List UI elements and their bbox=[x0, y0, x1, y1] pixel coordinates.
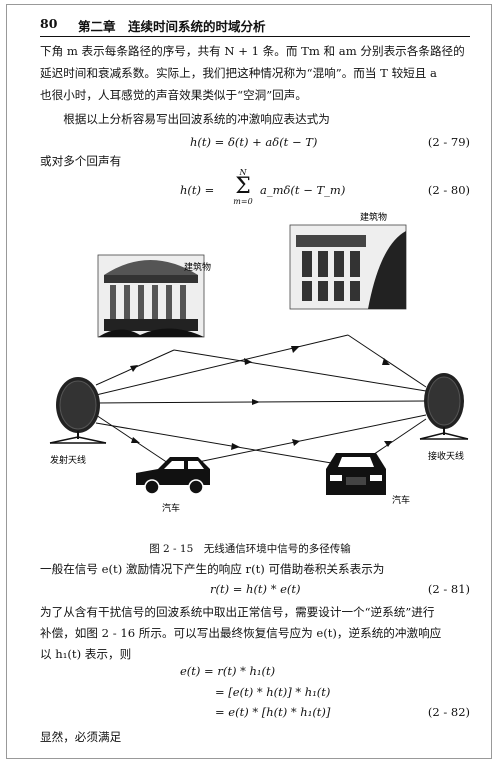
multipath-figure: 建筑物 建筑物 发射天线 接收天线 bbox=[49, 211, 469, 514]
figure-caption: 图 2 - 15 无线通信环境中信号的多径传输 bbox=[149, 543, 351, 555]
equation-2-80-lhs: h(t) = bbox=[180, 183, 215, 197]
label-receive-antenna: 接收天线 bbox=[428, 450, 464, 462]
summation-symbol: N Σ m=0 bbox=[228, 168, 258, 206]
label-building-right: 建筑物 bbox=[360, 211, 387, 223]
equation-2-82-line1: e(t) = r(t) * h₁(t) bbox=[180, 664, 276, 678]
equation-2-82-line2: = [e(t) * h(t)] * h₁(t) bbox=[215, 685, 331, 699]
car-right-icon bbox=[326, 453, 386, 495]
arrowheads bbox=[130, 346, 392, 450]
paragraph-line: 下角 m 表示每条路径的序号，共有 N + 1 条。而 Tm 和 am 分别表示… bbox=[40, 44, 465, 58]
paragraph-line: 一般在信号 e(t) 激励情况下产生的响应 r(t) 可借助卷积关系表示为 bbox=[40, 562, 385, 576]
paragraph-line: 也很小时，人耳感觉的声音效果类似于“空洞”回声。 bbox=[40, 88, 307, 102]
sigma-icon: Σ bbox=[235, 174, 251, 199]
equation-number: (2 - 82) bbox=[427, 705, 470, 719]
equation-2-80-rhs: a_mδ(t − T_m) bbox=[260, 183, 346, 197]
sum-lower-limit: m=0 bbox=[233, 197, 253, 206]
paragraph-line: 补偿，如图 2 - 16 所示。可以写出最终恢复信号应为 e(t)，逆系统的冲激… bbox=[40, 626, 442, 640]
car-left-icon bbox=[136, 457, 210, 495]
paragraph-line: 或对多个回声有 bbox=[40, 154, 122, 168]
equation-number: (2 - 81) bbox=[427, 582, 470, 596]
paragraph-line: 为了从含有干扰信号的回波系统中取出正常信号，需要设计一个“逆系统”进行 bbox=[40, 605, 435, 619]
label-car-right: 汽车 bbox=[392, 494, 410, 506]
page-border bbox=[6, 4, 492, 759]
label-car-left: 汽车 bbox=[162, 502, 180, 514]
equation-2-82-line3: = e(t) * [h(t) * h₁(t)] bbox=[215, 705, 331, 719]
chapter-title: 第二章 连续时间系统的时域分析 bbox=[78, 19, 266, 34]
paragraph-line: 以 h₁(t) 表示，则 bbox=[40, 647, 132, 661]
sum-upper-limit: N bbox=[239, 168, 247, 177]
receive-antenna-icon bbox=[419, 373, 469, 440]
building-left-illustration bbox=[97, 254, 205, 338]
building-right-illustration bbox=[289, 224, 407, 310]
equation-number: (2 - 80) bbox=[427, 183, 470, 197]
page-number: 80 bbox=[40, 16, 58, 31]
equation-2-81: r(t) = h(t) * e(t) bbox=[210, 582, 301, 596]
running-header: 80 第二章 连续时间系统的时域分析 bbox=[40, 14, 470, 37]
label-transmit-antenna: 发射天线 bbox=[50, 454, 86, 466]
equation-number: (2 - 79) bbox=[427, 135, 470, 149]
paragraph-line: 根据以上分析容易写出回波系统的冲激响应表达式为 bbox=[40, 112, 330, 126]
equation-2-79: h(t) = δ(t) + aδ(t − T) bbox=[190, 135, 318, 149]
label-building-left: 建筑物 bbox=[184, 261, 211, 273]
paragraph-line: 显然，必须满足 bbox=[40, 730, 122, 744]
paragraph-line: 延迟时间和衰减系数。实际上，我们把这种情况称为“混响”。而当 T 较短且 a bbox=[40, 66, 437, 80]
signal-paths bbox=[95, 334, 427, 468]
transmit-antenna-icon bbox=[49, 377, 107, 444]
